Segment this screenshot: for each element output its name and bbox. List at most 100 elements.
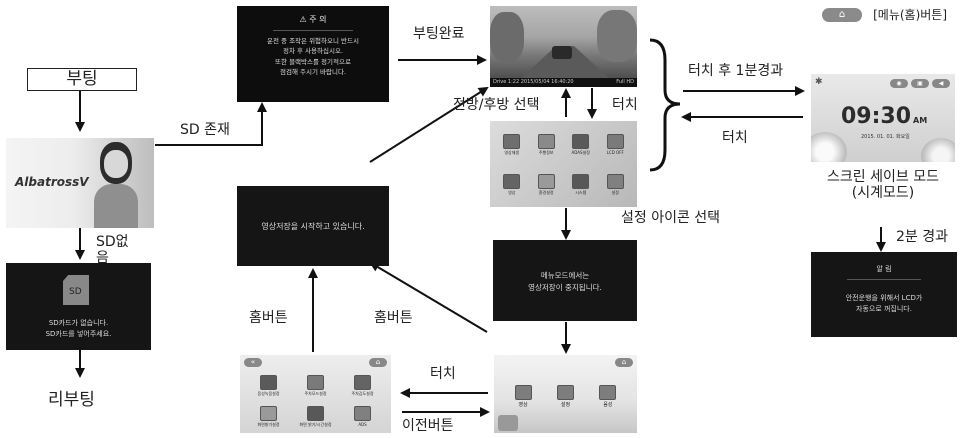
boot-box: 부팅 xyxy=(27,68,137,91)
recording-start-text: 영상저장을 시작하고 있습니다. xyxy=(261,222,365,231)
sd-exists-label: SD 존재 xyxy=(180,122,230,138)
tile-label: LCD OFF xyxy=(606,150,624,155)
sd-card-icon: SD xyxy=(63,275,89,305)
tile-item[interactable]: 주차모드설정 xyxy=(293,371,338,400)
recording-start-screen: 영상저장을 시작하고 있습니다. xyxy=(237,186,389,266)
arrow-recording-to-camera xyxy=(369,86,489,163)
camera-car xyxy=(552,46,572,59)
tile-item[interactable]: 영상 xyxy=(496,166,528,203)
home-button-legend-label: [메뉴(홈)버튼] xyxy=(873,8,948,22)
model-photo xyxy=(92,142,138,228)
warning-screen: ⚠ 주 의 운전 중 조작은 위험하오니 반드시 정차 후 사용하십시오. 또한… xyxy=(237,6,389,102)
menu-grid-screen[interactable]: 영상재생 주행정보 ADAS설정 LCD OFF 영상 환경설정 시스템 설정 xyxy=(490,121,637,207)
tile-label: 설정 xyxy=(560,402,571,408)
settings-menu-screen[interactable]: ⌂ 영상 설정 음성 xyxy=(494,355,637,433)
tile-icon xyxy=(503,133,521,149)
tile-item[interactable]: 주행정보 xyxy=(531,126,563,163)
sub-home-icon[interactable]: ⌂ xyxy=(369,358,387,367)
reboot-label: 리부팅 xyxy=(48,390,95,410)
tile-item[interactable]: 환경설정 xyxy=(531,166,563,203)
alert-text: 안전운행을 위해서 LCD가 자동으로 꺼집니다. xyxy=(845,294,923,314)
home-btn-label-1: 홈버튼 xyxy=(249,310,288,326)
camera-tree-left xyxy=(490,12,524,62)
tile-label: 설정 xyxy=(611,189,619,195)
clock-ampm: AM xyxy=(913,116,928,125)
tile-item[interactable]: 영상 xyxy=(514,385,532,408)
settings-decor-cup xyxy=(498,415,518,431)
tile-icon xyxy=(572,173,590,189)
camera-status-bar: Drive 1:22 2015/05/04 16:40:20 Full HD xyxy=(490,78,637,87)
camera-icon[interactable]: ▣ xyxy=(911,79,929,88)
tile-icon xyxy=(599,385,617,400)
tile-item[interactable]: ADAS설정 xyxy=(565,126,597,163)
clock-flower-2 xyxy=(921,138,955,162)
touch-down-label: 터치 xyxy=(612,97,638,113)
home-icon: ⌂ xyxy=(822,7,862,22)
tile-item[interactable]: 설정 xyxy=(600,166,632,203)
tile-label: 음성 xyxy=(603,402,613,408)
tile-icon xyxy=(606,173,624,189)
volume-icon[interactable]: ◀ xyxy=(932,79,950,88)
tile-item[interactable]: LCD OFF xyxy=(600,126,632,163)
tile-label: 시스템 xyxy=(575,189,587,195)
prev-button-label: 이전버튼 xyxy=(402,418,454,434)
back-icon[interactable]: « xyxy=(244,358,262,367)
tile-icon xyxy=(354,374,371,390)
menu-mode-text: 메뉴모드에서는 영상저장이 중지됩니다. xyxy=(528,271,602,292)
settings-home-icon[interactable]: ⌂ xyxy=(615,358,633,367)
tile-icon xyxy=(537,173,555,189)
tile-item[interactable]: 음성 xyxy=(599,385,617,408)
tile-item[interactable]: 음성녹음설정 xyxy=(246,371,291,400)
tile-label: 영상 xyxy=(508,189,516,195)
tile-label: 주행정보 xyxy=(538,149,554,155)
warning-body: 운전 중 조작은 위험하오니 반드시 정차 후 사용하십시오. 또한 블랙박스를… xyxy=(267,37,359,77)
sd-none-label: SD없음 xyxy=(96,234,129,267)
touch-bottom-label: 터치 xyxy=(430,366,456,382)
menu-grid: 영상재생 주행정보 ADAS설정 LCD OFF 영상 환경설정 시스템 설정 xyxy=(496,126,631,203)
tile-icon xyxy=(307,405,324,421)
tile-icon xyxy=(606,134,624,149)
tile-label: 영상재생 xyxy=(504,149,520,155)
tile-icon xyxy=(354,406,371,421)
home-btn-label-2: 홈버튼 xyxy=(374,310,413,326)
tile-icon xyxy=(514,385,532,400)
pin-icon: ✱ xyxy=(815,77,823,87)
clock-time-text: 09:30 xyxy=(841,104,912,129)
warning-divider xyxy=(273,30,353,31)
splash-screen: AlbatrossV xyxy=(6,138,154,228)
camera-view[interactable]: Drive 1:22 2015/05/04 16:40:20 Full HD xyxy=(490,6,637,87)
tile-item[interactable]: 주차감도설정 xyxy=(340,371,385,400)
mic-icon[interactable]: ◉ xyxy=(890,79,908,88)
boot-done-label: 부팅완료 xyxy=(413,26,465,42)
tile-icon xyxy=(260,374,277,390)
settings-items: 영상 설정 음성 xyxy=(502,385,629,408)
curly-brace xyxy=(649,38,681,172)
tile-item[interactable]: 설정 xyxy=(556,385,574,408)
tile-icon xyxy=(260,405,277,421)
camera-status-text: Drive 1:22 2015/05/04 16:40:20 xyxy=(493,79,574,85)
home-button-legend: ⌂ [메뉴(홈)버튼] xyxy=(822,4,947,23)
tile-label: 화면 밝기/시간설정 xyxy=(299,421,332,427)
tile-label: 영상 xyxy=(518,402,528,408)
screensaver-label: 스크린 세이브 모드 (시계모드) xyxy=(827,169,939,202)
clock-flower xyxy=(811,132,847,162)
clock-date: 2015. 01. 01. 화요일 xyxy=(861,134,910,140)
tile-label: ADS xyxy=(358,422,367,427)
tile-icon xyxy=(572,133,590,149)
tile-item[interactable]: 화면밝기설정 xyxy=(246,402,291,431)
tile-item[interactable]: ADS xyxy=(340,402,385,431)
tile-label: 환경설정 xyxy=(538,189,554,195)
tile-icon xyxy=(537,133,555,149)
tile-icon xyxy=(556,385,574,400)
brand-logo: AlbatrossV xyxy=(15,175,89,189)
tile-item[interactable]: 화면 밝기/시간설정 xyxy=(293,402,338,431)
tile-item[interactable]: 시스템 xyxy=(565,166,597,203)
camera-tree-right xyxy=(597,10,637,62)
two-min-label: 2분 경과 xyxy=(896,229,948,245)
tile-item[interactable]: 영상재생 xyxy=(496,126,528,163)
